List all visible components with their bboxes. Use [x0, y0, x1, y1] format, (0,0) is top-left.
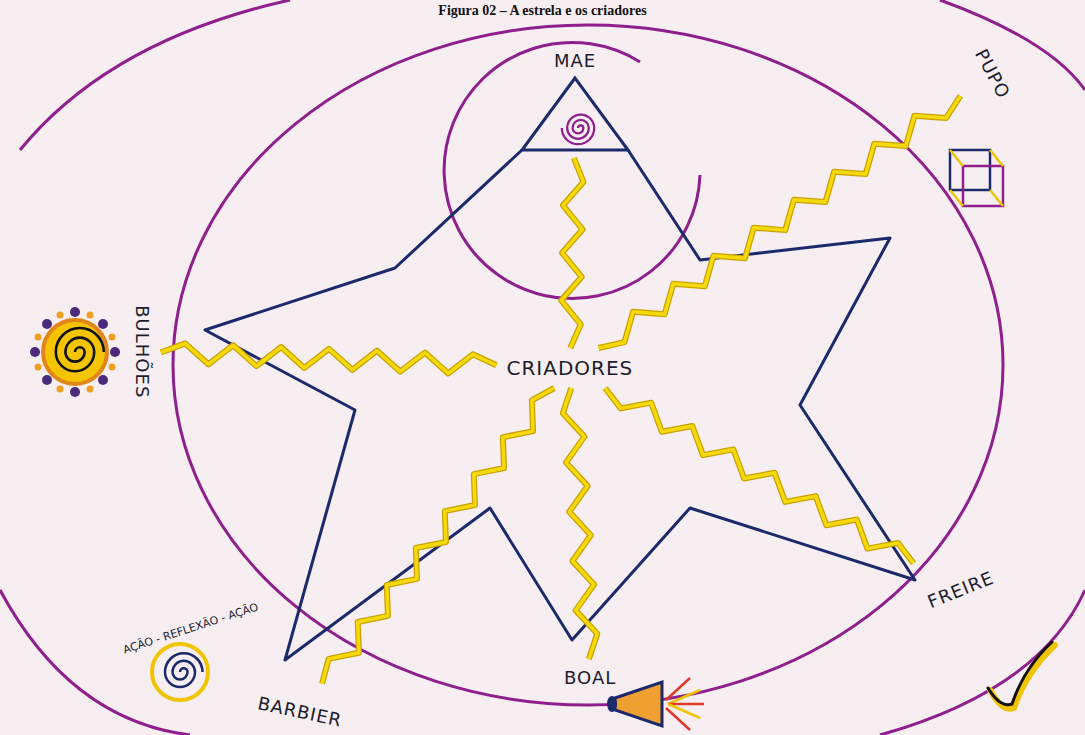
zigzag-ray	[322, 388, 554, 684]
cube-edge	[990, 150, 1003, 166]
zigzag-ray	[561, 158, 583, 348]
figure-title-text: Figura 02 – A estrela e os criadores	[434, 3, 650, 18]
spiral-symbol	[562, 115, 594, 145]
inner-orbit	[444, 42, 700, 298]
spiral-emblem	[30, 307, 120, 397]
zigzag-ray-shadow	[605, 388, 913, 563]
zigzag-ray	[322, 388, 554, 684]
zigzag-ray-shadow	[161, 343, 497, 373]
node-label: BARBIER	[256, 692, 344, 731]
zigzag-ray	[605, 388, 913, 563]
bird-symbol	[988, 642, 1055, 709]
zigzag-ray-shadow	[599, 96, 961, 348]
cube-face	[963, 166, 1003, 206]
sound-rays	[666, 678, 704, 730]
zigzag-ray	[605, 388, 913, 563]
node-label: BULHÕES	[131, 305, 153, 398]
zigzag-ray-shadow	[561, 158, 583, 348]
creator-node: PUPO	[966, 41, 1017, 107]
figure-title: Figura 02 – A estrela e os criadores	[0, 3, 1085, 19]
zigzag-ray-shadow	[322, 388, 554, 684]
node-label: CRIADORES	[507, 356, 634, 380]
megaphone-symbol	[607, 678, 704, 730]
creator-node: BARBIER	[251, 690, 348, 735]
outer-arc	[940, 0, 1085, 90]
spiral-line	[165, 653, 203, 687]
spiral-line	[56, 328, 104, 371]
figure-ring	[30, 307, 120, 397]
cube-face	[950, 150, 990, 190]
bird-wing	[988, 642, 1052, 705]
figure-ring	[35, 312, 116, 393]
node-label: PUPO	[970, 45, 1014, 102]
creator-node: BULHÕES	[129, 301, 155, 402]
node-label: FREIRE	[924, 567, 996, 613]
outer-arc	[0, 590, 190, 735]
megaphone-cone	[615, 682, 662, 726]
node-label: BOAL	[564, 667, 616, 689]
creator-node: MAE	[515, 48, 635, 152]
zigzag-ray	[561, 158, 583, 348]
spiral-line	[562, 115, 594, 145]
emblem-ring	[152, 644, 208, 700]
zigzag-ray	[563, 388, 597, 659]
node-label: MAE	[519, 50, 631, 72]
zigzag-ray-shadow	[563, 388, 597, 659]
cube-edge	[950, 190, 963, 206]
creator-node: BOAL	[560, 665, 620, 691]
zigzag-ray	[161, 343, 497, 373]
zigzag-ray	[161, 343, 497, 373]
zigzag-ray	[563, 388, 597, 659]
zigzag-ray	[599, 96, 961, 348]
megaphone-mouth	[607, 696, 617, 712]
triangle-symbol	[522, 78, 628, 150]
outer-arc	[880, 590, 1085, 735]
zigzag-ray	[599, 96, 961, 348]
creator-node: FREIRE	[920, 563, 1001, 616]
cube-symbol	[950, 150, 1003, 206]
cube-edge	[990, 190, 1003, 206]
outer-arc	[20, 0, 290, 150]
emblem-disc	[43, 320, 107, 384]
star-outline	[205, 150, 915, 660]
spiral-emblem	[152, 644, 208, 700]
creator-node: CRIADORES	[503, 354, 638, 382]
cube-edge	[950, 150, 963, 166]
